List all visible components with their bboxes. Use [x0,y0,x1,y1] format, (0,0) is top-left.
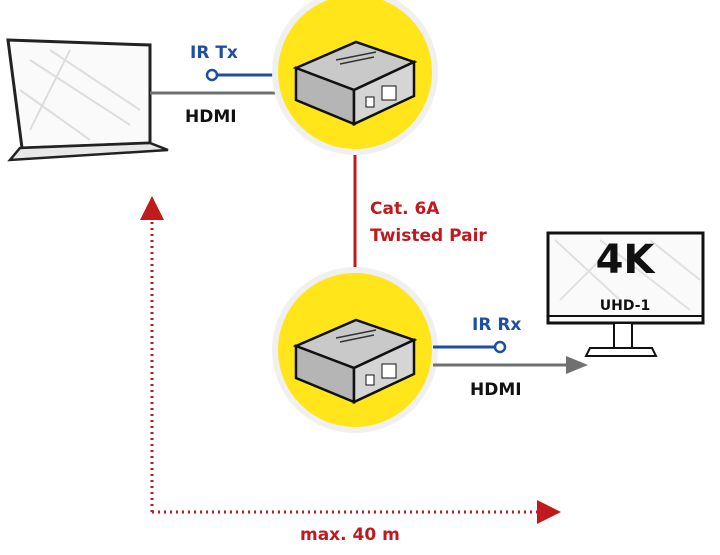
monitor-4k-text: 4K [596,237,657,283]
monitor-uhd-text: UHD-1 [600,298,651,314]
monitor-icon: 4K UHD-1 [546,231,705,357]
arrow-head-icon [566,356,588,374]
ir-rx-sensor-icon [493,340,507,354]
distance-label: max. 40 m [300,525,400,545]
cable-label-line2: Twisted Pair [370,226,487,246]
laptop-icon [6,38,169,162]
receiver-device-icon [292,318,418,404]
ir-tx-sensor-icon [205,68,219,82]
cable-label-line1: Cat. 6A [370,199,440,219]
hdmi-top-label: HDMI [185,107,237,127]
ir-rx-label: IR Rx [472,315,521,335]
hdmi-bottom-label: HDMI [470,380,522,400]
ir-tx-label: IR Tx [190,43,238,63]
transmitter-device-icon [292,40,418,126]
